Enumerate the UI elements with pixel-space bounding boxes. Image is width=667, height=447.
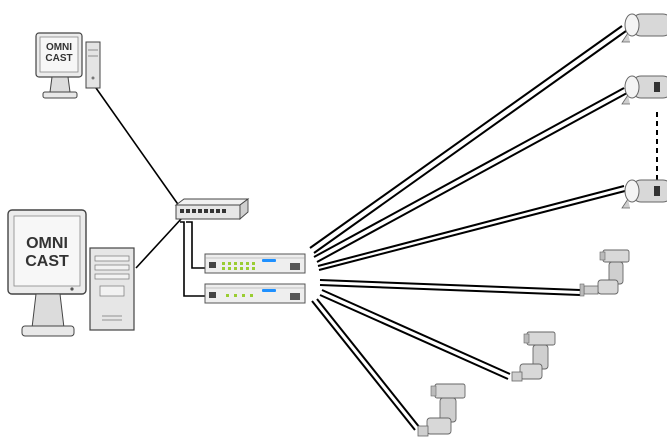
video-encoder-1[interactable] <box>205 254 305 273</box>
cable-fixed-camera-3 <box>318 186 625 270</box>
small-workstation-link <box>96 88 182 210</box>
ptz-camera-3[interactable] <box>418 384 465 436</box>
cable-ptz-camera-3 <box>312 299 420 430</box>
ptz-camera-2[interactable] <box>512 332 555 381</box>
ptz-camera-1[interactable] <box>580 250 629 296</box>
ptz-camera-icon <box>580 250 629 296</box>
workstation-large[interactable]: OMNI CAST <box>8 210 134 336</box>
cable-ptz-camera-1 <box>320 280 580 295</box>
monitor-text-line2: CAST <box>25 253 69 270</box>
network-switch[interactable] <box>176 199 248 219</box>
ptz-camera-icon <box>512 332 555 381</box>
bullet-camera-icon <box>622 180 667 208</box>
computer-tower-icon <box>90 248 134 330</box>
fixed-camera-2[interactable] <box>622 76 667 104</box>
cable-fixed-camera-2 <box>314 88 627 262</box>
cable-ptz-camera-2 <box>320 290 510 379</box>
workstation-small[interactable]: OMNI CAST <box>36 33 100 98</box>
bullet-camera-icon <box>622 76 667 104</box>
monitor-text-line1: OMNI <box>46 42 72 53</box>
computer-tower-icon <box>86 42 100 88</box>
switch-to-encoder-1-link <box>186 222 205 268</box>
large-workstation-link <box>136 218 182 268</box>
monitor-icon <box>8 210 86 336</box>
fixed-camera-1[interactable] <box>622 14 667 42</box>
network-switch-icon <box>176 199 248 205</box>
fixed-camera-3[interactable] <box>622 180 667 208</box>
cable-fixed-camera-1 <box>310 26 626 253</box>
camera-cables <box>310 26 627 430</box>
ptz-camera-icon <box>418 384 465 436</box>
monitor-text-line1: OMNI <box>26 235 68 252</box>
bullet-camera-icon <box>622 14 667 42</box>
monitor-text-line2: CAST <box>45 53 72 64</box>
video-encoder-2[interactable] <box>205 284 305 303</box>
